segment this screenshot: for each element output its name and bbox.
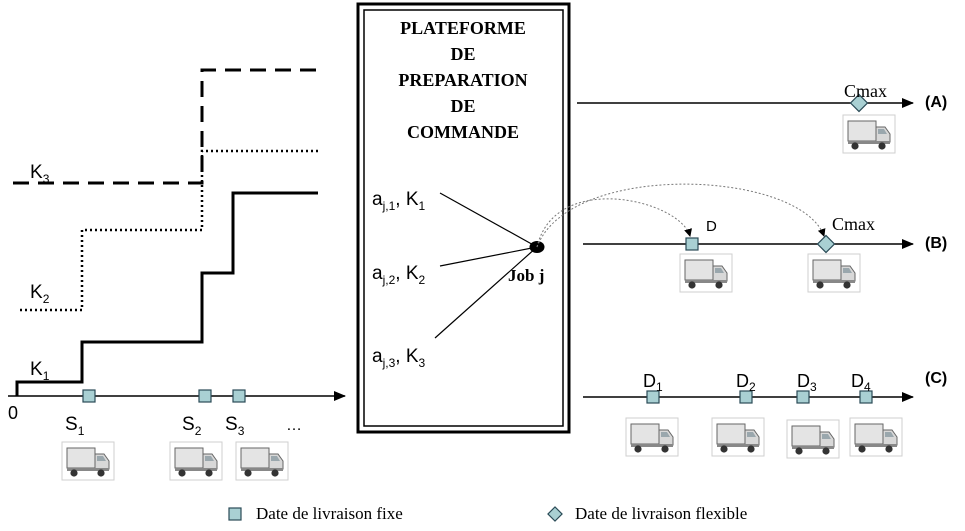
- truck-icon: [786, 419, 840, 459]
- input-line-1: [439, 192, 538, 248]
- legend-flexible-label: Date de livraison flexible: [575, 504, 747, 523]
- k3-step-line: [13, 68, 320, 185]
- left-step-chart: K3 K2 K1 0 S1 S2 S3 …: [8, 68, 346, 481]
- case-b: D Cmax (B): [536, 183, 947, 293]
- legend-square-marker-icon: [228, 507, 242, 521]
- case-a: Cmax (A): [577, 81, 947, 154]
- case-b-cmax-label: Cmax: [832, 214, 875, 234]
- truck-icon: [679, 253, 733, 293]
- platform-title-line-1: PLATEFORME: [400, 18, 526, 38]
- legend-diamond-marker-icon: [547, 506, 563, 522]
- truck-icon: [807, 253, 861, 293]
- case-a-cmax-label: Cmax: [844, 81, 887, 101]
- input-row-1: aj,1, K1: [372, 189, 426, 213]
- case-c: D1 D2 D3 D4 (C): [583, 370, 947, 459]
- input-row-2: aj,2, K2: [372, 263, 426, 287]
- input-row-3: aj,3, K3: [372, 346, 426, 370]
- case-b-square-marker-icon: [685, 237, 699, 251]
- input-line-3: [434, 246, 538, 339]
- origin-label: 0: [8, 403, 18, 423]
- truck-icon: [849, 417, 903, 457]
- s1-square-marker-icon: [82, 389, 96, 403]
- case-b-d-label: D: [706, 218, 717, 235]
- job-label: Job j: [508, 266, 544, 285]
- k1-label: K1: [30, 359, 50, 383]
- truck-icon: [235, 441, 289, 481]
- case-c-square-marker-icon-2: [739, 390, 753, 404]
- platform-title-line-5: COMMANDE: [407, 122, 519, 142]
- s2-square-marker-icon: [198, 389, 212, 403]
- s1-label: S1: [65, 414, 85, 438]
- case-a-label: (A): [925, 94, 947, 111]
- case-b-link-to-d: [536, 198, 692, 248]
- truck-icon: [842, 114, 896, 154]
- platform-title-line-3: PREPARATION: [398, 70, 527, 90]
- platform-title-line-2: DE: [450, 44, 475, 64]
- legend-fixed-label: Date de livraison fixe: [256, 504, 403, 523]
- legend: Date de livraison fixe Date de livraison…: [228, 504, 747, 523]
- platform-box: PLATEFORME DE PREPARATION DE COMMANDE Jo…: [356, 2, 571, 434]
- case-b-diamond-marker-icon: [816, 234, 836, 254]
- case-b-label: (B): [925, 235, 947, 252]
- ellipsis-label: …: [286, 417, 302, 434]
- case-c-square-marker-icon-4: [859, 390, 873, 404]
- s3-label: S3: [225, 414, 245, 438]
- k2-step-line: [20, 149, 318, 312]
- k3-label: K3: [30, 162, 50, 186]
- k1-step-line: [15, 191, 318, 396]
- case-c-label: (C): [925, 370, 947, 387]
- case-c-d2-label: D2: [736, 371, 756, 394]
- k2-label: K2: [30, 282, 50, 306]
- platform-title-line-4: DE: [450, 96, 475, 116]
- case-a-diamond-marker-icon: [849, 93, 869, 113]
- truck-icon: [61, 441, 115, 481]
- case-c-square-marker-icon-1: [646, 390, 660, 404]
- truck-icon: [625, 417, 679, 457]
- case-c-d4-label: D4: [851, 371, 871, 394]
- input-line-2: [439, 246, 538, 267]
- truck-icon: [169, 441, 223, 481]
- truck-icon: [711, 417, 765, 457]
- case-c-d1-label: D1: [643, 371, 663, 394]
- s2-label: S2: [182, 414, 202, 438]
- case-c-d3-label: D3: [797, 371, 817, 394]
- case-c-square-marker-icon-3: [796, 390, 810, 404]
- case-b-link-to-cmax: [536, 183, 826, 248]
- s3-square-marker-icon: [232, 389, 246, 403]
